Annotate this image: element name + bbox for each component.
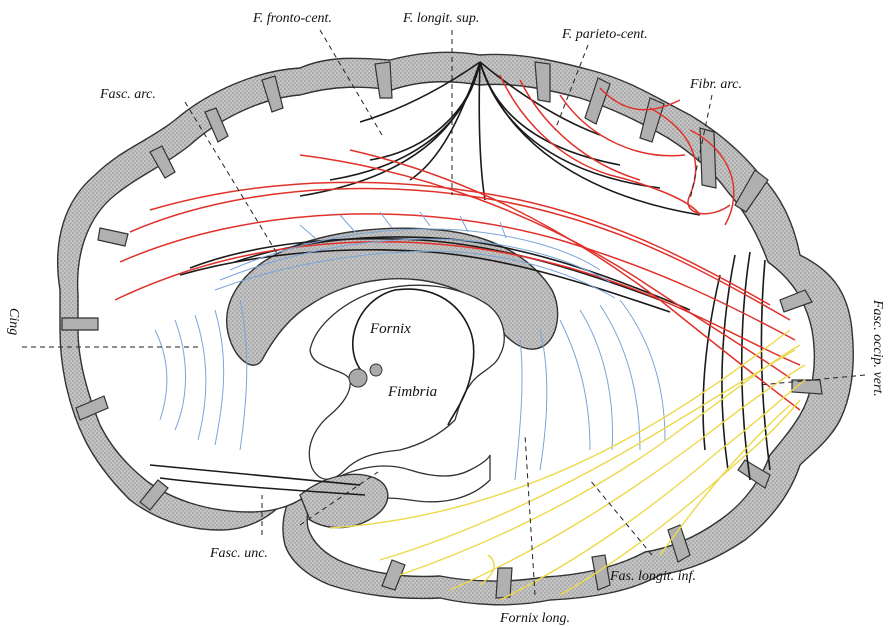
label-fibr-arc: Fibr. arc. <box>689 77 742 92</box>
label-f-fronto-cent: F. fronto-cent. <box>252 11 332 26</box>
label-fasc-arc: Fasc. arc. <box>99 87 156 102</box>
label-fasc-occip-vert: Fasc. occip. vert. <box>870 299 885 397</box>
label-fasc-unc: Fasc. unc. <box>209 546 268 561</box>
mammillary-body-1 <box>349 369 367 387</box>
label-f-longit-sup: F. longit. sup. <box>402 11 479 26</box>
label-fornix: Fornix <box>369 321 411 337</box>
mammillary-body-2 <box>370 364 382 376</box>
label-fas-longit-inf: Fas. longit. inf. <box>609 569 696 584</box>
label-f-parieto-cent: F. parieto-cent. <box>561 27 648 42</box>
label-cing: Cing <box>6 308 21 335</box>
label-fimbria: Fimbria <box>387 384 437 400</box>
label-fornix-long: Fornix long. <box>499 611 570 626</box>
